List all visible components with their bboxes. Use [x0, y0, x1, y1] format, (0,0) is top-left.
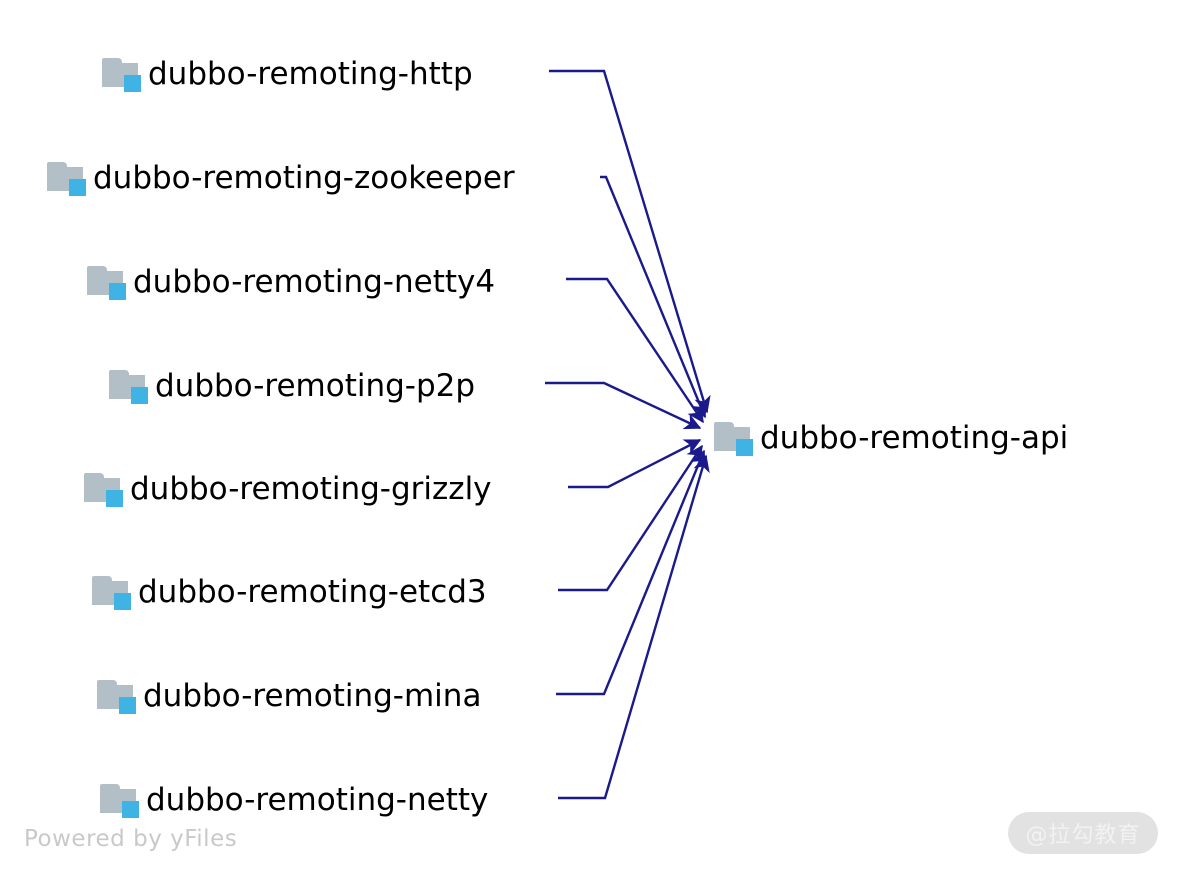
graph-node-dubbo-remoting-mina[interactable]: dubbo-remoting-mina: [95, 676, 481, 716]
edge-dubbo-remoting-netty4-to-dubbo-remoting-api: [566, 277, 704, 424]
edge-dubbo-remoting-p2p-to-dubbo-remoting-api: [545, 381, 702, 430]
brand-watermark-label: @拉勾教育: [1025, 823, 1141, 848]
graph-node-label: dubbo-remoting-etcd3: [138, 573, 487, 610]
graph-node-dubbo-remoting-zookeeper[interactable]: dubbo-remoting-zookeeper: [45, 158, 515, 198]
graph-node-dubbo-remoting-http[interactable]: dubbo-remoting-http: [100, 54, 473, 94]
graph-node-label: dubbo-remoting-p2p: [155, 367, 476, 404]
yfiles-watermark: Powered by yFiles: [24, 826, 238, 852]
graph-node-dubbo-remoting-grizzly[interactable]: dubbo-remoting-grizzly: [82, 469, 492, 509]
edge-dubbo-remoting-netty-to-dubbo-remoting-api: [558, 454, 710, 800]
folder-module-icon: [100, 54, 142, 94]
graph-node-dubbo-remoting-api[interactable]: dubbo-remoting-api: [712, 418, 1068, 458]
graph-node-label: dubbo-remoting-netty: [146, 781, 489, 818]
edge-dubbo-remoting-grizzly-to-dubbo-remoting-api: [568, 438, 702, 489]
graph-node-dubbo-remoting-netty4[interactable]: dubbo-remoting-netty4: [85, 262, 495, 302]
graph-node-label: dubbo-remoting-netty4: [133, 263, 496, 300]
graph-node-label: dubbo-remoting-mina: [143, 677, 482, 714]
folder-module-icon: [82, 469, 124, 509]
folder-module-icon: [90, 572, 132, 612]
edge-dubbo-remoting-zookeeper-to-dubbo-remoting-api: [600, 175, 707, 419]
edge-paths: [545, 69, 711, 800]
folder-module-icon: [85, 262, 127, 302]
folder-module-icon: [107, 366, 149, 406]
graph-node-dubbo-remoting-p2p[interactable]: dubbo-remoting-p2p: [107, 366, 475, 406]
graph-node-label: dubbo-remoting-grizzly: [130, 470, 492, 507]
graph-node-label: dubbo-remoting-zookeeper: [93, 159, 515, 196]
folder-module-icon: [95, 676, 137, 716]
graph-node-label: dubbo-remoting-http: [148, 55, 473, 92]
graph-node-dubbo-remoting-netty[interactable]: dubbo-remoting-netty: [98, 780, 488, 820]
edge-dubbo-remoting-http-to-dubbo-remoting-api: [549, 69, 711, 414]
graph-node-dubbo-remoting-etcd3[interactable]: dubbo-remoting-etcd3: [90, 572, 487, 612]
graph-node-label: dubbo-remoting-api: [760, 419, 1069, 456]
edge-dubbo-remoting-etcd3-to-dubbo-remoting-api: [558, 444, 704, 592]
edge-dubbo-remoting-mina-to-dubbo-remoting-api: [556, 449, 706, 696]
folder-module-icon: [712, 418, 754, 458]
brand-watermark-badge: @拉勾教育: [1008, 812, 1158, 854]
folder-module-icon: [45, 158, 87, 198]
folder-module-icon: [98, 780, 140, 820]
